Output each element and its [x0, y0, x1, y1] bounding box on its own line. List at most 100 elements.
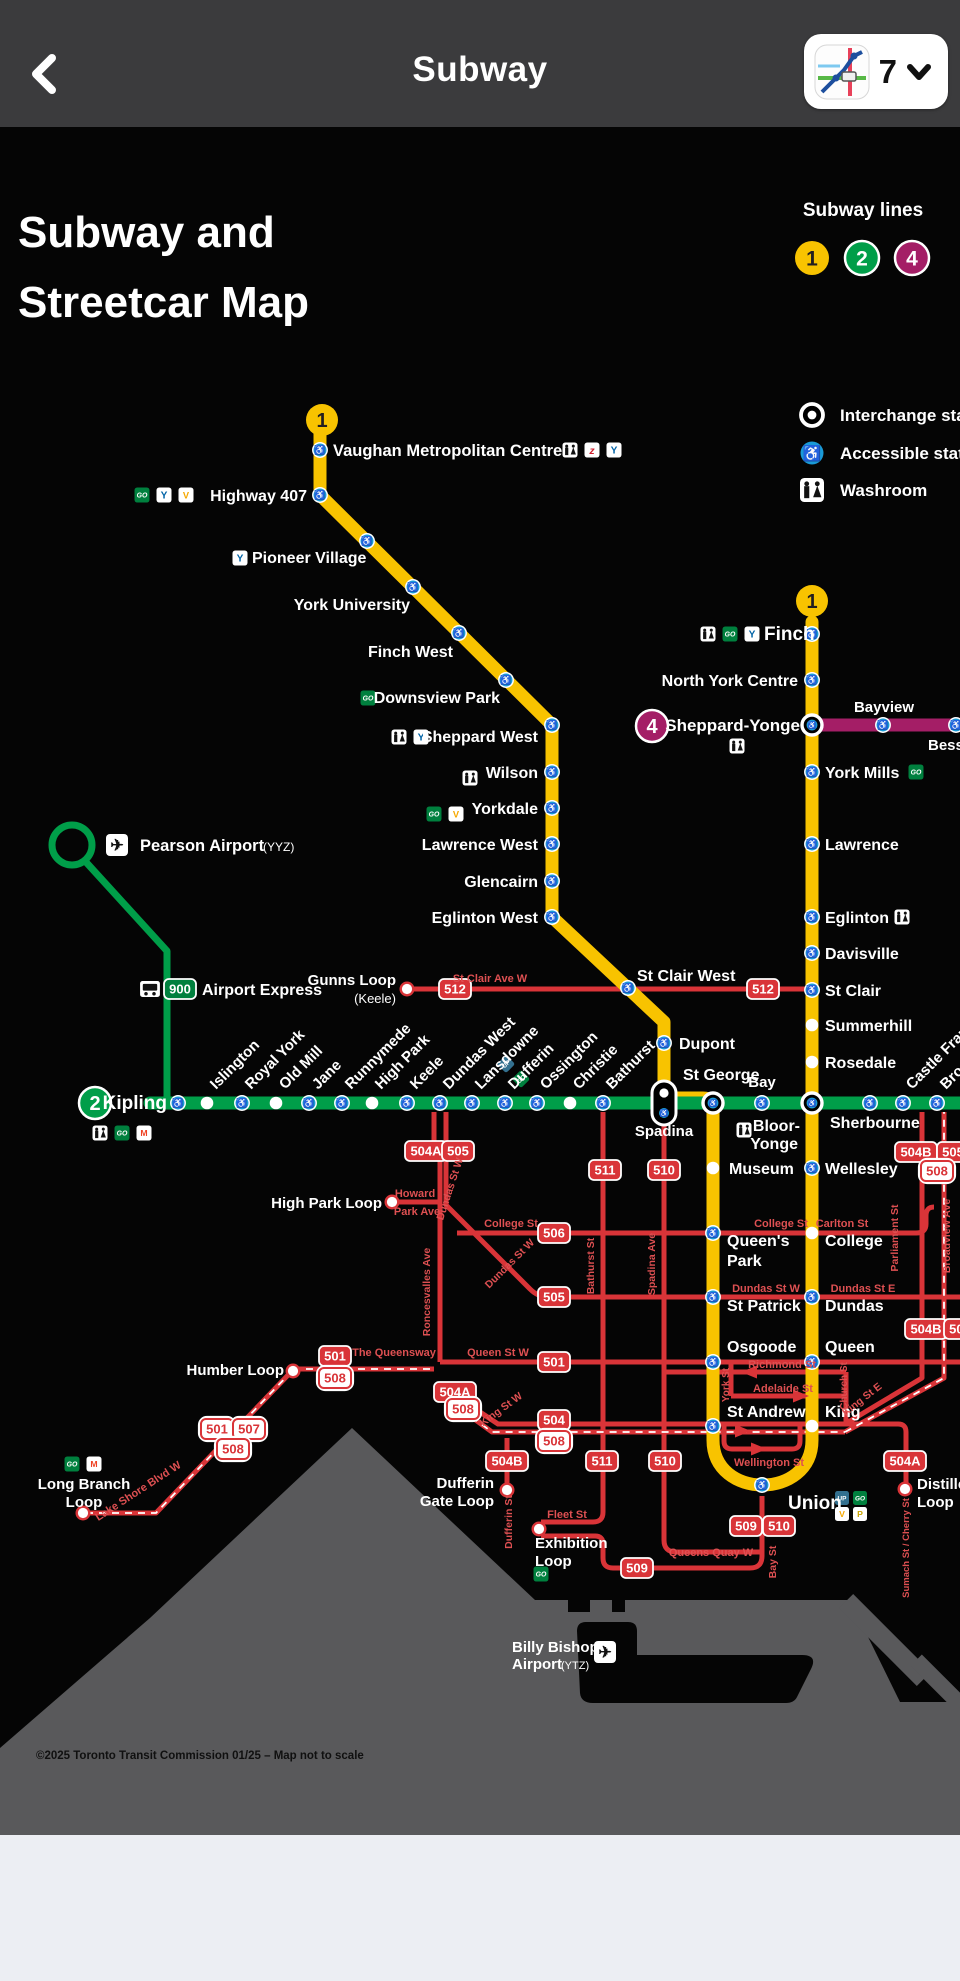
svg-text:511: 511: [592, 1454, 613, 1469]
yrt-icon: Y: [744, 626, 760, 642]
svg-text:507: 507: [238, 1422, 260, 1437]
map-label: Parliament St: [889, 1204, 901, 1272]
wr-icon: [729, 738, 745, 754]
map-label: Eglinton: [825, 910, 889, 927]
svg-text:501: 501: [206, 1422, 228, 1437]
shore-shape: [0, 1428, 960, 1835]
map-label: Dundas: [825, 1298, 884, 1315]
svg-text:UP: UP: [502, 1060, 512, 1070]
svg-text:♿: ♿: [709, 1099, 718, 1108]
plane-icon: ✈: [594, 1641, 616, 1663]
map-label: Osgoode: [727, 1339, 796, 1356]
station-dot: ♿: [804, 945, 820, 961]
wr-icon: [894, 909, 910, 925]
map-label: ©2025 Toronto Transit Commission 01/25 –…: [36, 1750, 364, 1762]
svg-text:504A: 504A: [439, 1385, 471, 1400]
station-dot: ♿: [804, 764, 820, 780]
map-label: Loop: [535, 1553, 572, 1570]
route-badge: 512: [438, 978, 472, 1000]
go-icon: GO: [533, 1566, 549, 1582]
svg-text:508: 508: [324, 1371, 346, 1386]
svg-text:GO: GO: [725, 631, 736, 638]
map-label: Eglinton West: [432, 910, 539, 927]
station-dot: ♿: [804, 1354, 820, 1370]
svg-text:2: 2: [89, 1093, 100, 1115]
map-label: Bloor-: [753, 1118, 800, 1135]
svg-text:Y: Y: [237, 554, 244, 565]
station-dot: ♿: [334, 1095, 350, 1111]
svg-text:♿: ♿: [803, 444, 822, 462]
map-label: Bathurst St: [585, 1237, 597, 1294]
route-badge: 505: [441, 1140, 475, 1162]
map-label: Airport Express: [202, 982, 322, 999]
route-badge: 504B: [485, 1450, 529, 1472]
svg-text:♿: ♿: [314, 444, 325, 455]
svg-text:♿: ♿: [499, 1097, 510, 1108]
chevron-down-icon: [907, 63, 931, 80]
map-label: Wellington St: [734, 1457, 804, 1469]
map-label: (YYZ): [263, 840, 294, 854]
svg-text:512: 512: [444, 982, 466, 997]
map-label: Sheppard West: [422, 729, 539, 746]
wr-icon: [462, 770, 478, 786]
station-dot: ♿: [301, 1095, 317, 1111]
station-dot: ♿: [464, 1095, 480, 1111]
svg-text:GO: GO: [137, 492, 148, 499]
map-label: Museum: [729, 1161, 794, 1178]
map-label: Richmond St: [748, 1359, 816, 1371]
back-button[interactable]: [18, 46, 74, 102]
svg-text:GO: GO: [536, 1571, 547, 1578]
map-label: Dufferin St: [503, 1495, 515, 1549]
up-icon: UP: [835, 1491, 849, 1505]
map-label: Dundas St W: [483, 1237, 537, 1291]
svg-text:2: 2: [856, 248, 868, 271]
svg-text:♿: ♿: [931, 1097, 942, 1108]
svg-text:♿: ♿: [622, 982, 633, 993]
route-badge: 510: [647, 1159, 681, 1181]
svg-text:♿: ♿: [434, 1097, 445, 1108]
station-dot: ♿: [359, 533, 375, 549]
go-icon: GO: [114, 1125, 130, 1141]
svg-text:1: 1: [806, 591, 817, 613]
map-label: Streetcar Map: [18, 278, 309, 327]
svg-text:♿: ♿: [806, 628, 817, 639]
station-dot: ♿: [544, 873, 560, 889]
map-label: Dundas St E: [831, 1283, 896, 1295]
map-label: Long Branch: [38, 1476, 131, 1493]
station-dot: ♿: [544, 800, 560, 816]
station-dot: ♿: [895, 1095, 911, 1111]
svg-text:♿: ♿: [707, 1356, 718, 1367]
shore-shape: [910, 1654, 960, 1730]
map-selector-button[interactable]: 7: [803, 34, 948, 109]
map-label: Dundas St W: [732, 1283, 800, 1295]
svg-text:511: 511: [595, 1163, 616, 1178]
station-dot: ♿: [312, 442, 328, 458]
route-badge: 510: [762, 1515, 796, 1537]
station-dot: ♿: [754, 1095, 770, 1111]
station-dot: ♿: [804, 1289, 820, 1305]
chevron-left-icon: [32, 54, 56, 94]
svg-text:504B: 504B: [491, 1454, 522, 1469]
svg-text:4: 4: [906, 248, 918, 271]
wr-icon: [700, 626, 716, 642]
loop-terminal-dot: [75, 1505, 91, 1521]
legend-label: Accessible station: [840, 444, 960, 463]
route-badge: 506: [537, 1222, 571, 1244]
map-label: Kipling: [103, 1093, 167, 1114]
yrt-icon: Y: [232, 550, 248, 566]
route-line: [541, 1112, 606, 1525]
map-viewport[interactable]: ♿♿♿♿♿♿♿♿♿♿♿♿♿♿♿♿♿♿♿♿♿♿♿♿♿♿♿♿♿♿♿♿♿♿♿♿♿♿♿♿…: [0, 127, 960, 1835]
map-label: Sumach St / Cherry St: [901, 1497, 912, 1598]
route-badge: 512: [746, 978, 780, 1000]
station-dot: ♿: [705, 1354, 721, 1370]
station-dot: ♿: [705, 1289, 721, 1305]
route-badge: 509: [729, 1515, 763, 1537]
station-dot: ♿: [650, 1079, 678, 1127]
svg-text:504A: 504A: [889, 1454, 921, 1469]
map-label: Airport: [512, 1656, 562, 1673]
go-icon: GO: [360, 690, 376, 706]
map-label: Church St: [839, 1361, 850, 1409]
station-dot: [805, 1018, 819, 1032]
station-dot: [365, 1096, 379, 1110]
map-count: 7: [878, 52, 897, 90]
